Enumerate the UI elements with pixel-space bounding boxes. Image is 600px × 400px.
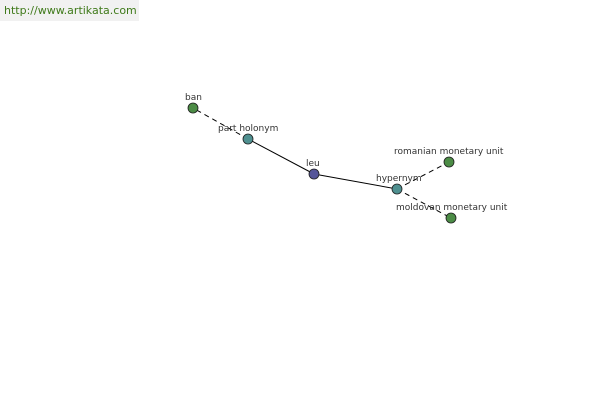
edge-hypernym-romanian: [396, 161, 450, 190]
node-leu[interactable]: [308, 168, 320, 180]
site-url-link[interactable]: http://www.artikata.com: [4, 4, 137, 17]
graph-edges: [192, 107, 452, 219]
edge-part_holonym-ban: [192, 107, 249, 140]
label-romanian: romanian monetary unit: [394, 147, 504, 157]
graph-nodes: [187, 102, 457, 224]
label-leu: leu: [306, 159, 320, 169]
node-romanian[interactable]: [443, 156, 455, 168]
label-moldovan: moldovan monetary unit: [396, 203, 508, 213]
node-ban[interactable]: [187, 102, 199, 114]
header-bar: http://www.artikata.com: [0, 0, 139, 21]
edge-hypernym-moldovan: [396, 188, 452, 219]
label-ban: ban: [185, 93, 202, 103]
label-hypernym: hypernym: [376, 174, 422, 184]
node-moldovan[interactable]: [445, 212, 457, 224]
label-part-holonym: part holonym: [218, 124, 278, 134]
graph-labels: ban part holonym leu hypernym romanian monet…: [185, 93, 508, 213]
edge-leu-hypernym: [313, 173, 398, 190]
edge-leu-part_holonym: [247, 138, 315, 175]
node-hypernym[interactable]: [391, 183, 403, 195]
node-part-holonym[interactable]: [242, 133, 254, 145]
